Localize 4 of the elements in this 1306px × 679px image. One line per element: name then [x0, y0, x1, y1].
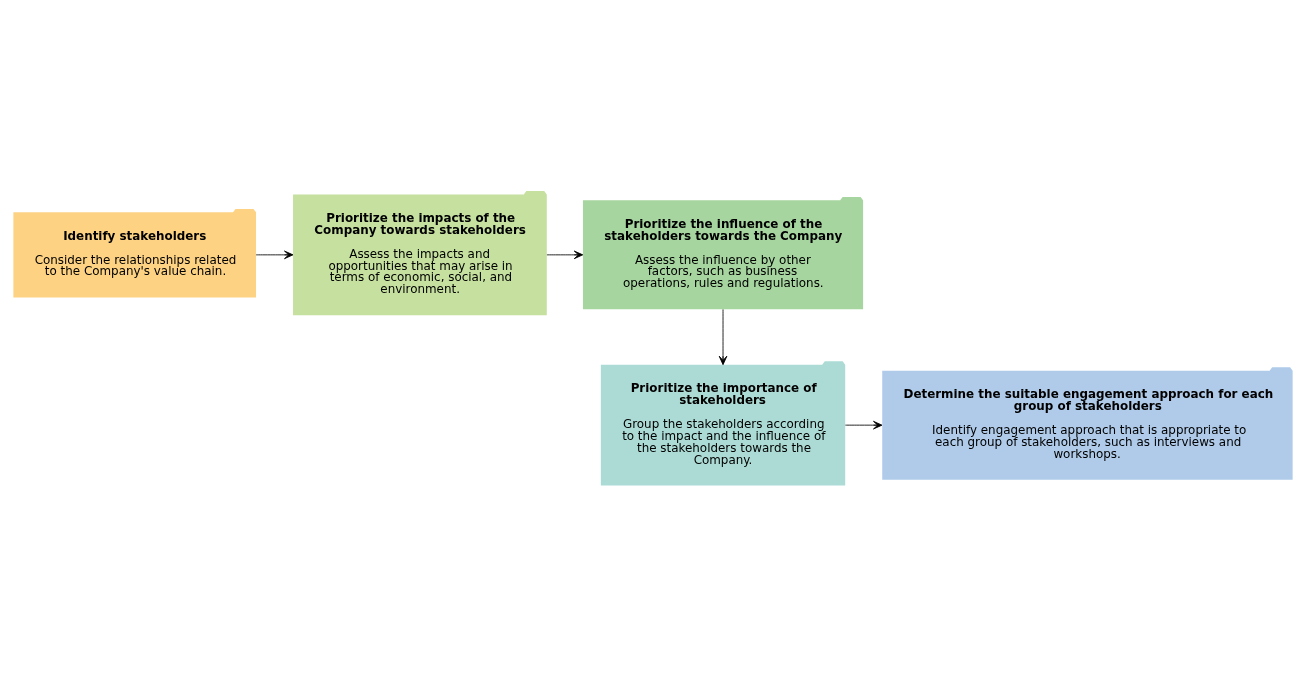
arrow — [255, 250, 294, 259]
arrow — [546, 250, 584, 259]
arrow — [844, 420, 883, 429]
arrow — [718, 308, 728, 365]
